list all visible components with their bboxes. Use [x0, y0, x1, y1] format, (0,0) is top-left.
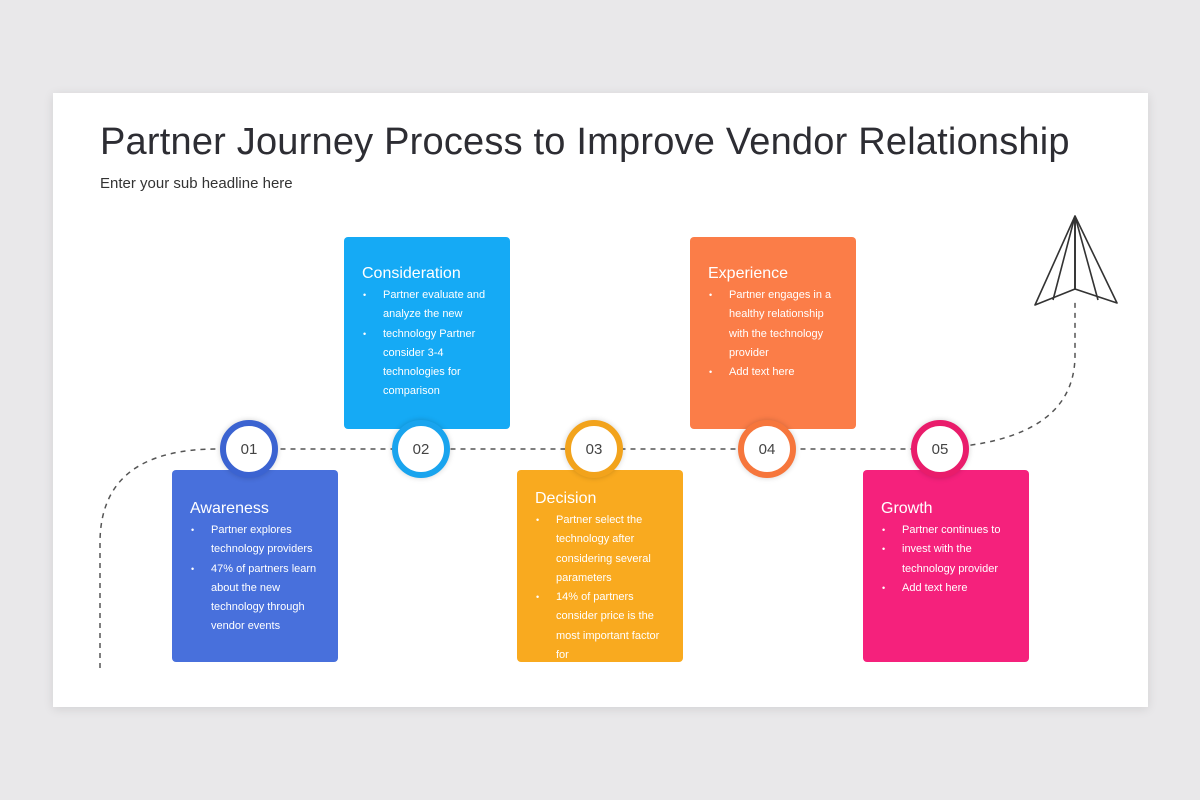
step-title: Consideration	[362, 265, 461, 282]
step-bullet: technology Partner consider 3-4 technolo…	[362, 325, 498, 402]
step-card-decision: Decision Partner select the technology a…	[517, 470, 683, 662]
step-card-experience: Experience Partner engages in a healthy …	[690, 237, 856, 429]
step-card-awareness: Awareness Partner explores technology pr…	[172, 470, 338, 662]
step-card-growth: Growth Partner continues to invest with …	[863, 470, 1029, 662]
slide-title: Partner Journey Process to Improve Vendo…	[100, 121, 1070, 163]
step-number-node-04: 04	[738, 420, 796, 478]
paper-plane-icon	[1034, 215, 1118, 306]
step-title: Growth	[881, 500, 933, 517]
step-bullet: 47% of partners learn about the new tech…	[190, 560, 326, 637]
step-number-node-02: 02	[392, 420, 450, 478]
step-bullet: Partner engages in a healthy relationshi…	[708, 286, 844, 363]
step-number-node-01: 01	[220, 420, 278, 478]
step-title: Decision	[535, 490, 597, 507]
step-bullet: Add text here	[708, 363, 844, 383]
step-title: Experience	[708, 265, 789, 282]
step-bullet: invest with the technology provider	[881, 540, 1017, 579]
step-bullet: Partner evaluate and analyze the new	[362, 286, 498, 325]
slide-subtitle: Enter your sub headline here	[100, 175, 293, 192]
step-bullet: Partner select the technology after cons…	[535, 511, 671, 588]
step-bullet: Add text here	[881, 579, 1017, 599]
step-bullet: Partner continues to	[881, 521, 1017, 541]
step-bullet: 14% of partners consider price is the mo…	[535, 588, 671, 665]
step-number-node-03: 03	[565, 420, 623, 478]
step-bullet: Partner explores technology providers	[190, 521, 326, 560]
step-title: Awareness	[190, 500, 269, 517]
slide: Partner Journey Process to Improve Vendo…	[53, 93, 1148, 707]
step-number-node-05: 05	[911, 420, 969, 478]
step-card-consideration: Consideration Partner evaluate and analy…	[344, 237, 510, 429]
